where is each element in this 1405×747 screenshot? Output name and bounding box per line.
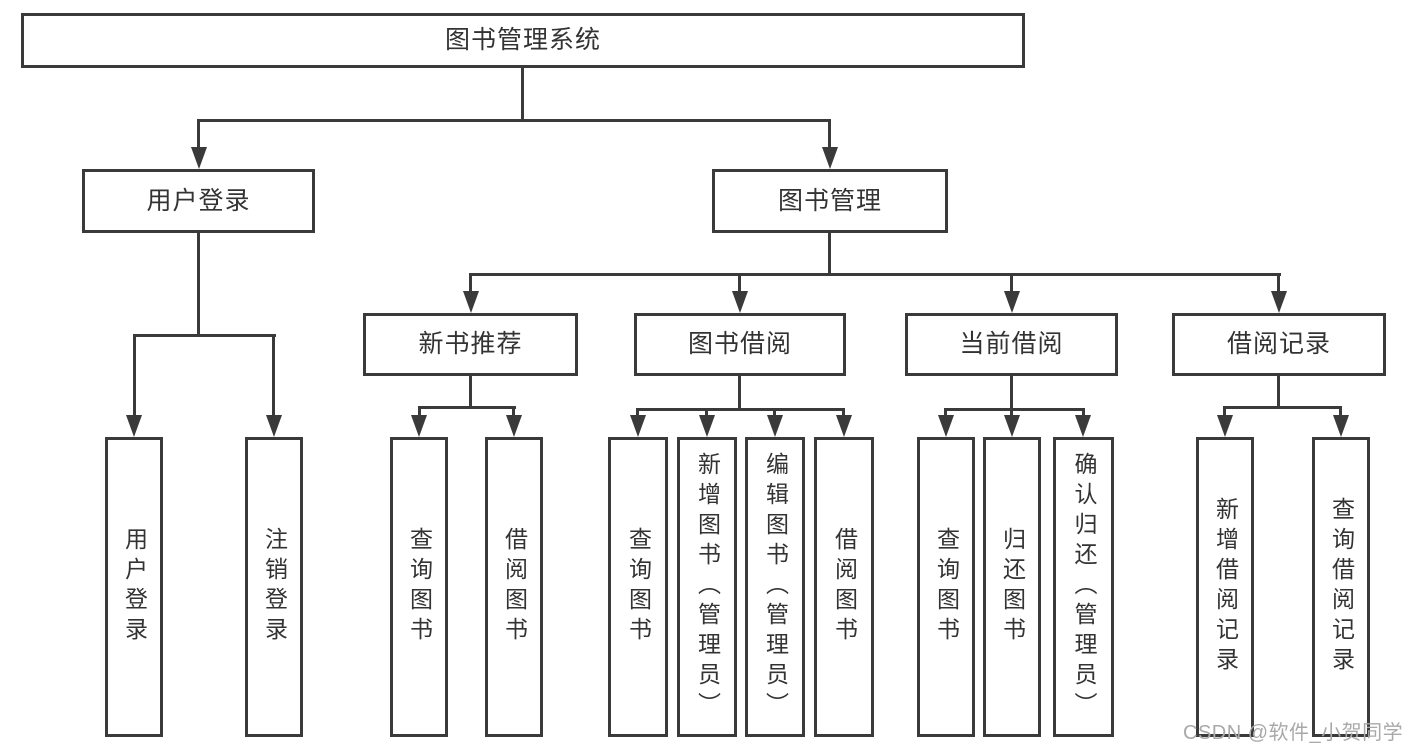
leaf-return-books-label: 归还图书 xyxy=(999,527,1026,647)
leaf-borrow-books-recommend: 借阅图书 xyxy=(485,437,543,737)
leaf-query-books-recommend: 查询图书 xyxy=(390,437,448,737)
connector-line xyxy=(133,334,276,337)
connector-line xyxy=(1277,376,1280,406)
connector-line xyxy=(418,406,421,417)
node-book-borrow-label: 图书借阅 xyxy=(687,330,792,358)
arrow-down-icon xyxy=(699,415,715,437)
connector-line xyxy=(636,408,639,417)
leaf-query-books-current: 查询图书 xyxy=(917,437,975,737)
leaf-user-login-label: 用户登录 xyxy=(121,527,148,647)
connector-line xyxy=(197,119,831,122)
arrow-down-icon xyxy=(1217,415,1233,437)
leaf-query-books-borrow-label: 查询图书 xyxy=(625,527,652,647)
leaf-add-books-admin-label: 新增图书（管理员） xyxy=(694,452,721,722)
node-book-borrow: 图书借阅 xyxy=(634,313,846,376)
connector-line xyxy=(738,376,741,408)
connector-line xyxy=(418,406,516,409)
arrow-down-icon xyxy=(822,147,838,169)
arrow-down-icon xyxy=(266,415,282,437)
leaf-logout: 注销登录 xyxy=(245,437,303,737)
arrow-down-icon xyxy=(1075,415,1091,437)
connector-line xyxy=(738,273,741,293)
arrow-down-icon xyxy=(1333,415,1349,437)
connector-line xyxy=(1223,406,1226,417)
connector-line xyxy=(1082,408,1085,417)
node-user-login: 用户登录 xyxy=(82,169,315,233)
arrow-down-icon xyxy=(191,147,207,169)
connector-line xyxy=(828,233,831,273)
node-borrow-records-label: 借阅记录 xyxy=(1226,330,1331,358)
arrow-down-icon xyxy=(630,415,646,437)
arrow-down-icon xyxy=(732,291,748,313)
arrow-down-icon xyxy=(126,415,142,437)
connector-line xyxy=(197,119,200,149)
connector-line xyxy=(1339,406,1342,417)
leaf-query-borrow-record-label: 查询借阅记录 xyxy=(1328,497,1355,677)
leaf-edit-books-admin: 编辑图书（管理员） xyxy=(745,437,805,737)
leaf-borrow-books: 借阅图书 xyxy=(814,437,874,737)
leaf-borrow-books-label: 借阅图书 xyxy=(831,527,858,647)
arrow-down-icon xyxy=(411,415,427,437)
connector-line xyxy=(1010,273,1013,293)
arrow-down-icon xyxy=(836,415,852,437)
leaf-query-books-borrow: 查询图书 xyxy=(608,437,668,737)
arrow-down-icon xyxy=(1004,415,1020,437)
connector-line xyxy=(469,273,472,293)
leaf-edit-books-admin-label: 编辑图书（管理员） xyxy=(762,452,789,722)
connector-line xyxy=(1010,376,1013,408)
connector-line xyxy=(1010,408,1013,417)
leaf-confirm-return-admin-label: 确认归还（管理员） xyxy=(1071,452,1097,722)
connector-line xyxy=(945,408,1084,411)
arrow-down-icon xyxy=(1271,291,1287,313)
node-current-borrow-label: 当前借阅 xyxy=(959,330,1064,358)
connector-line xyxy=(842,408,845,417)
leaf-query-books-current-label: 查询图书 xyxy=(933,527,960,647)
csdn-watermark: CSDN @软件_小贺同学 xyxy=(1183,722,1404,744)
connector-line xyxy=(637,408,844,411)
connector-line xyxy=(272,334,275,418)
node-user-login-label: 用户登录 xyxy=(146,186,251,215)
connector-line xyxy=(1224,406,1342,409)
arrow-down-icon xyxy=(767,415,783,437)
arrow-down-icon xyxy=(506,415,522,437)
leaf-add-borrow-record-label: 新增借阅记录 xyxy=(1212,497,1239,677)
connector-line xyxy=(1277,273,1280,293)
connector-line xyxy=(197,233,200,334)
node-root: 图书管理系统 xyxy=(21,13,1025,68)
connector-line xyxy=(469,273,1281,276)
arrow-down-icon xyxy=(938,415,954,437)
leaf-query-borrow-record: 查询借阅记录 xyxy=(1312,437,1370,737)
arrow-down-icon xyxy=(1004,291,1020,313)
connector-line xyxy=(521,68,524,122)
leaf-add-borrow-record: 新增借阅记录 xyxy=(1196,437,1254,737)
node-root-label: 图书管理系统 xyxy=(444,26,601,54)
leaf-confirm-return-admin: 确认归还（管理员） xyxy=(1053,437,1114,737)
connector-line xyxy=(944,408,947,417)
connector-line xyxy=(773,408,776,417)
arrow-down-icon xyxy=(463,291,479,313)
node-current-borrow: 当前借阅 xyxy=(905,313,1118,376)
connector-line xyxy=(133,334,136,418)
leaf-return-books: 归还图书 xyxy=(983,437,1041,737)
leaf-user-login: 用户登录 xyxy=(105,437,163,737)
node-book-management-label: 图书管理 xyxy=(777,186,882,215)
node-new-book-recommend: 新书推荐 xyxy=(363,313,578,376)
leaf-add-books-admin: 新增图书（管理员） xyxy=(677,437,737,737)
leaf-logout-label: 注销登录 xyxy=(261,527,288,647)
connector-line xyxy=(512,406,515,417)
node-book-management: 图书管理 xyxy=(712,169,948,233)
connector-line xyxy=(828,119,831,149)
leaf-query-books-recommend-label: 查询图书 xyxy=(406,527,433,647)
connector-line xyxy=(705,408,708,417)
leaf-borrow-books-recommend-label: 借阅图书 xyxy=(501,527,528,647)
node-new-book-recommend-label: 新书推荐 xyxy=(418,330,523,358)
connector-line xyxy=(469,376,472,406)
node-borrow-records: 借阅记录 xyxy=(1172,313,1386,376)
